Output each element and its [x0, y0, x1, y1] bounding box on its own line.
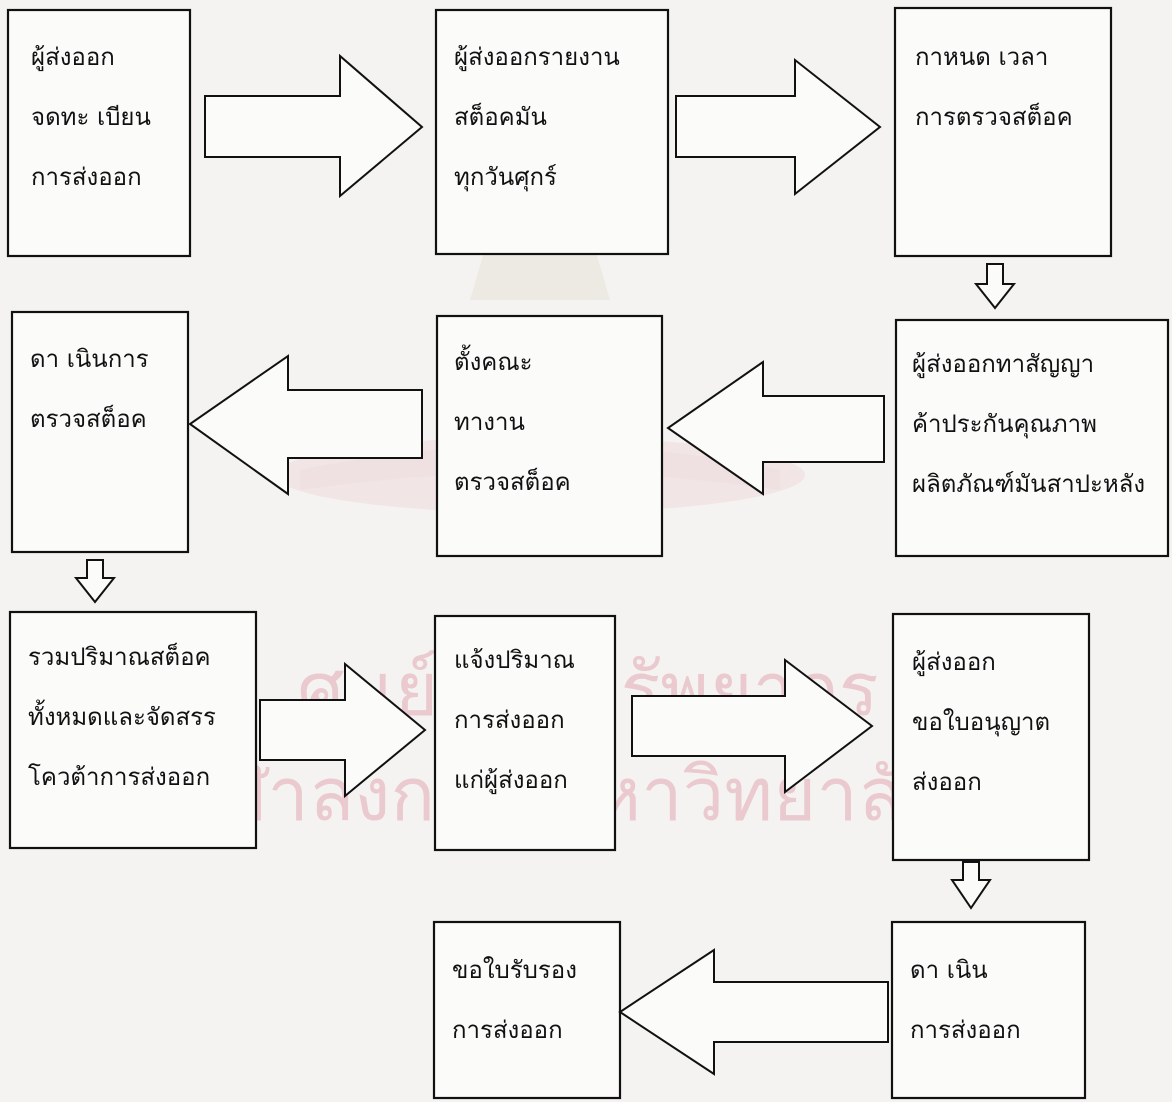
- step-text: ผู้ส่งออก: [31, 43, 115, 72]
- arrow-left-icon: [666, 360, 885, 496]
- step-text: ดา เนินการ: [30, 345, 149, 373]
- step-text: แจ้งปริมาณ: [454, 646, 575, 674]
- step-text: ดา เนิน: [910, 956, 988, 984]
- arrow-left-icon: [618, 948, 889, 1076]
- arrow-left-icon: [188, 354, 423, 496]
- arrow-right-icon: [204, 53, 424, 199]
- step-text: กาหนด เวลา: [915, 43, 1048, 71]
- step-text: ค้าประกันคุณภาพ: [912, 410, 1097, 439]
- step-box-request-license: ผู้ส่งออก ขอใบอนุญาต ส่งออก: [891, 612, 1091, 862]
- step-text: โควต้าการส่งออก: [28, 763, 210, 791]
- arrow-right-icon: [631, 657, 874, 795]
- step-text: ผู้ส่งออกรายงาน: [454, 43, 620, 72]
- step-box-schedule-inspection: กาหนด เวลา การตรวจสต็อค: [893, 6, 1113, 258]
- step-box-quality-contract: ผู้ส่งออกทาสัญญา ค้าประกันคุณภาพ ผลิตภัณ…: [894, 318, 1170, 558]
- step-text: การส่งออก: [31, 163, 142, 191]
- step-text: การตรวจสต็อค: [915, 102, 1073, 131]
- step-box-exporter-register: ผู้ส่งออก จดทะ เบียน การส่งออก: [6, 8, 192, 258]
- step-text: รวมปริมาณสต็อค: [28, 642, 211, 671]
- step-text: ผู้ส่งออก: [912, 648, 996, 677]
- step-box-proceed-export: ดา เนิน การส่งออก: [890, 920, 1087, 1100]
- step-text: จดทะ เบียน: [31, 103, 151, 131]
- step-text: ตรวจสต็อค: [454, 467, 571, 496]
- step-box-sum-allocate-quota: รวมปริมาณสต็อค ทั้งหมดและจัดสรร โควต้ากา…: [8, 610, 258, 850]
- step-text: ขอใบรับรอง: [452, 956, 577, 984]
- step-text: ทั้งหมดและจัดสรร: [28, 699, 216, 731]
- arrow-down-icon: [973, 263, 1017, 310]
- step-text: สต็อคมัน: [454, 102, 547, 131]
- step-box-report-stock: ผู้ส่งออกรายงาน สต็อคมัน ทุกวันศุกร์: [434, 8, 670, 256]
- step-box-notify-volume: แจ้งปริมาณ การส่งออก แก่ผู้ส่งออก: [433, 614, 617, 852]
- step-text: ขอใบอนุญาต: [912, 708, 1050, 737]
- arrow-down-icon: [950, 861, 992, 910]
- step-text: ผลิตภัณฑ์มันสาปะหลัง: [912, 470, 1145, 498]
- step-text: ตรวจสต็อค: [30, 404, 147, 433]
- arrow-right-icon: [259, 661, 427, 799]
- step-box-form-committee: ตั้งคณะ ทางาน ตรวจสต็อค: [435, 314, 664, 558]
- step-text: ผู้ส่งออกทาสัญญา: [912, 350, 1094, 379]
- step-box-request-certificate: ขอใบรับรอง การส่งออก: [432, 920, 622, 1100]
- step-text: ส่งออก: [912, 768, 982, 796]
- step-text: การส่งออก: [910, 1016, 1021, 1044]
- step-text: ทุกวันศุกร์: [454, 163, 557, 192]
- step-box-conduct-inspection: ดา เนินการ ตรวจสต็อค: [10, 310, 190, 554]
- step-text: แก่ผู้ส่งออก: [454, 766, 568, 795]
- step-text: การส่งออก: [452, 1016, 563, 1044]
- step-text: ตั้งคณะ: [454, 344, 533, 376]
- arrow-right-icon: [675, 57, 882, 197]
- arrow-down-icon: [73, 559, 117, 604]
- step-text: การส่งออก: [454, 706, 565, 734]
- step-text: ทางาน: [454, 408, 525, 436]
